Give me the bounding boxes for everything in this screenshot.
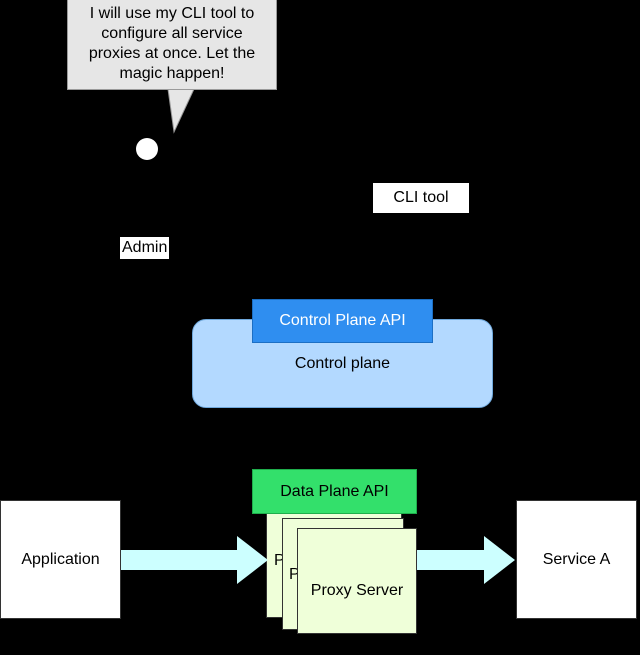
data-plane-api-box: Data Plane API xyxy=(252,469,417,514)
cli-tool-box: CLI tool xyxy=(373,183,469,213)
speech-bubble-text: I will use my CLI tool to configure all … xyxy=(88,5,256,82)
control-plane-api-box: Control Plane API xyxy=(252,299,433,343)
application-to-proxy-arrow xyxy=(121,536,268,584)
admin-icon xyxy=(136,138,158,160)
proxy-server-label: Proxy Server xyxy=(274,552,282,569)
service-a-box: Service A xyxy=(516,500,637,619)
proxy-to-service-arrow xyxy=(417,536,515,584)
application-box: Application xyxy=(0,500,121,619)
proxy-server-label: Proxy Server xyxy=(289,566,297,583)
speech-bubble: I will use my CLI tool to configure all … xyxy=(67,0,277,90)
proxy-server-label: Proxy Server xyxy=(310,582,404,599)
admin-label: Admin xyxy=(120,237,170,259)
control-plane-label: Control plane xyxy=(294,355,391,372)
proxy-server-front: Proxy Server xyxy=(297,528,417,634)
